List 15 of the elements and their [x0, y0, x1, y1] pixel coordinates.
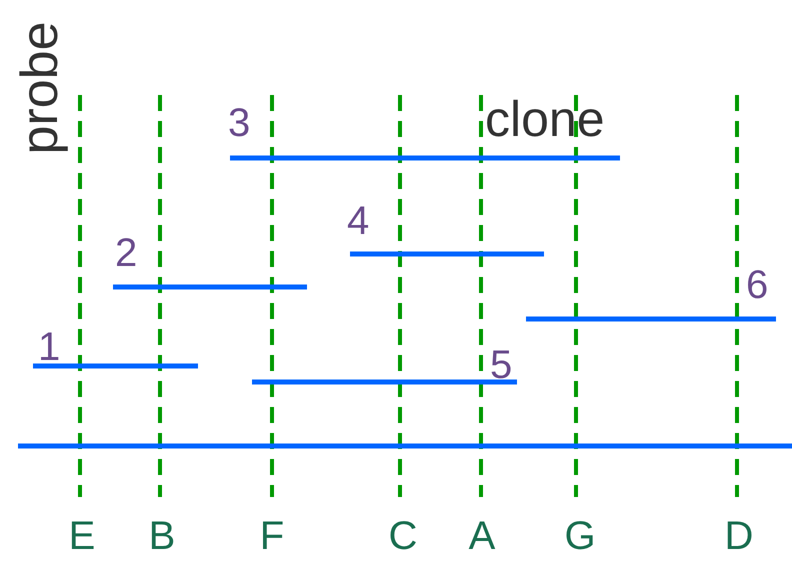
- clone-number: 2: [115, 233, 138, 273]
- clone-number: 4: [347, 201, 370, 241]
- clone-number: 5: [490, 345, 512, 385]
- axis-title: clone: [485, 94, 605, 144]
- clone-number: 1: [38, 327, 60, 367]
- probe-letter: A: [468, 516, 496, 556]
- clone-number: 6: [746, 265, 768, 305]
- probe-letter: B: [148, 516, 176, 556]
- probe-letter: G: [564, 516, 596, 556]
- axis-title: probe: [14, 22, 66, 154]
- probe-letter: E: [68, 516, 96, 556]
- probe-letter: C: [388, 516, 418, 556]
- clone-number: 3: [228, 103, 250, 143]
- probe-letter: F: [260, 516, 284, 556]
- probe-letter: D: [724, 516, 754, 556]
